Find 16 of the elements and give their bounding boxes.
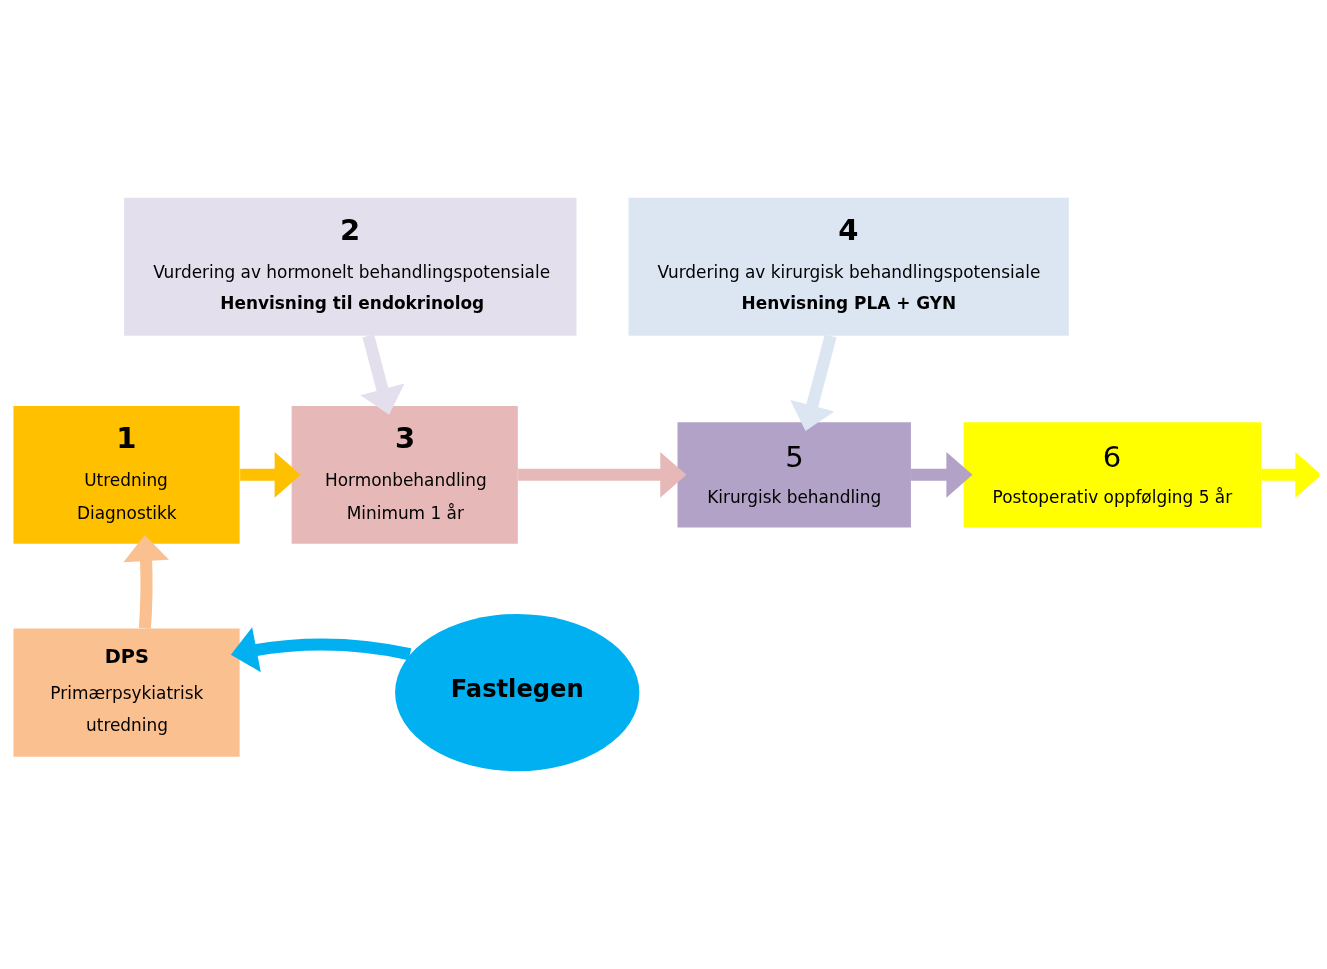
node-box: 2 Vurdering av hormonelt behandlingspotensiale Henvisning til endokrinolog bbox=[124, 197, 577, 336]
node-box: 6 Postoperativ oppfølging 5 år bbox=[963, 422, 1262, 528]
arrow bbox=[911, 451, 973, 498]
arrow bbox=[123, 534, 169, 629]
node-box: DPS Primærpsykiatrisk utredning bbox=[13, 628, 240, 757]
arrow bbox=[518, 451, 687, 498]
node-ellipse: Fastlegen bbox=[395, 613, 640, 772]
arrow bbox=[1261, 451, 1319, 498]
node-box: 5 Kirurgisk behandling bbox=[677, 422, 911, 528]
arrow bbox=[240, 451, 301, 498]
node-box: 3 Hormonbehandling Minimum 1 år bbox=[291, 405, 518, 544]
node-box: 1 Utredning Diagnostikk bbox=[13, 405, 240, 544]
arrow bbox=[360, 334, 405, 415]
arrow bbox=[230, 627, 412, 673]
arrow bbox=[790, 334, 837, 431]
node-box: 4 Vurdering av kirurgisk behandlingspotensiale Henvisning PLA + GYN bbox=[628, 197, 1069, 336]
